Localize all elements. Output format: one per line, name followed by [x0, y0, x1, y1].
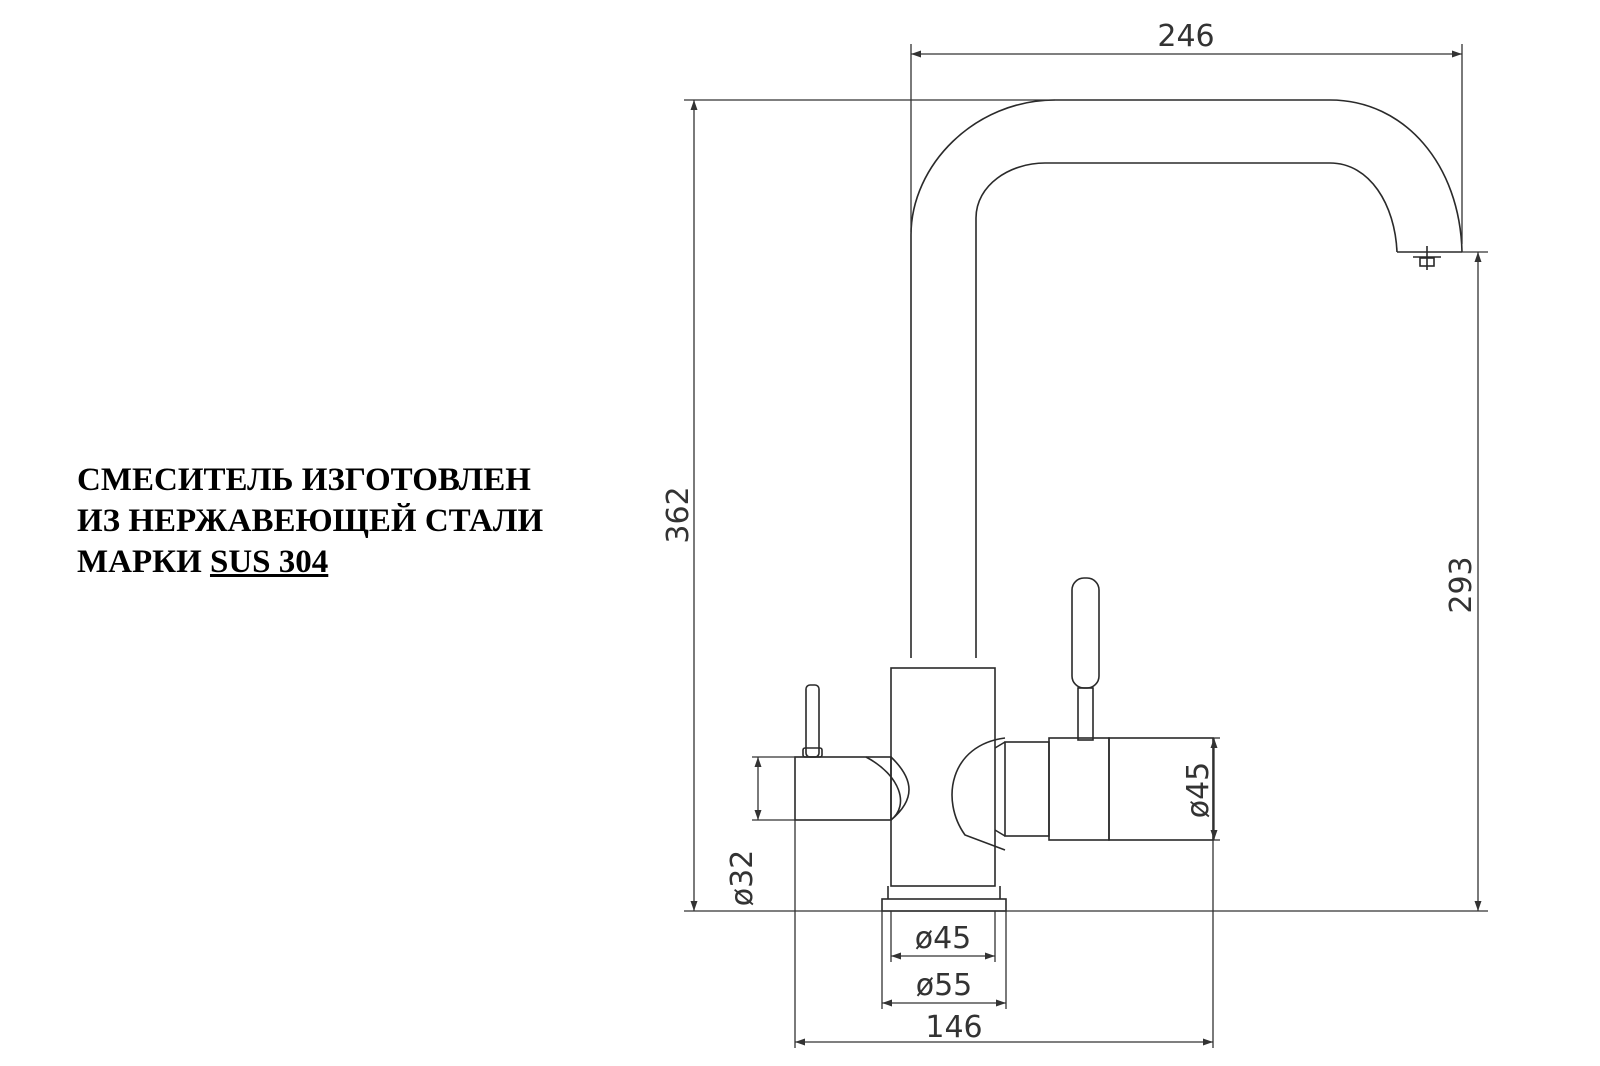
- dim-362-label: 362: [661, 486, 696, 543]
- material-note-prefix: МАРКИ: [77, 544, 210, 580]
- right-joint-dome: [951, 737, 1006, 851]
- right-side-body: [1004, 741, 1050, 837]
- spout-outer: [910, 99, 1463, 658]
- dimension-labels: 246 362 293 ø32 ø45 ø45 ø55 146: [661, 19, 1479, 1045]
- dim-d45-right-label: ø45: [1181, 762, 1216, 819]
- material-note-line-3: МАРКИ SUS 304: [77, 542, 543, 583]
- dim-146-label: 146: [925, 1010, 982, 1045]
- right-collar: [1048, 737, 1110, 841]
- right-lever: [1071, 577, 1100, 689]
- dim-293-label: 293: [1444, 556, 1479, 613]
- dim-d32-label: ø32: [725, 850, 760, 907]
- left-joint-curve: [865, 756, 910, 821]
- material-note-line-2: ИЗ НЕРЖАВЕЮЩЕЙ СТАЛИ: [77, 503, 544, 539]
- material-grade: SUS 304: [209, 544, 329, 580]
- faucet-outline: [794, 99, 1463, 912]
- material-note-line-1: СМЕСИТЕЛЬ ИЗГОТОВЛЕН: [77, 462, 531, 498]
- dim-246-label: 246: [1157, 19, 1214, 54]
- dimension-lines: [684, 44, 1488, 1048]
- base-flange: [881, 898, 1007, 912]
- material-note: СМЕСИТЕЛЬ ИЗГОТОВЛЕН ИЗ НЕРЖАВЕЮЩЕЙ СТАЛ…: [77, 460, 543, 583]
- left-side-body: [794, 756, 892, 821]
- dim-d45-base-label: ø45: [915, 921, 972, 956]
- left-lever: [805, 684, 820, 758]
- aerator-crosshair-icon: [1413, 246, 1441, 270]
- dim-d55-label: ø55: [916, 968, 973, 1003]
- spout-inner: [975, 162, 1398, 658]
